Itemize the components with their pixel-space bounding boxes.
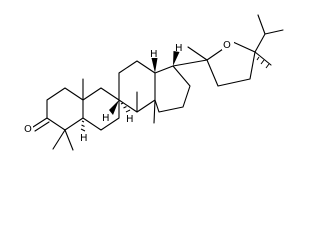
hash-c9-h — [120, 102, 131, 113]
c17-c20-bond — [172, 59, 208, 67]
ring-a-bonds — [46, 87, 84, 131]
oxygen-ketone-label: O — [24, 124, 32, 135]
wedge-c13-h — [151, 58, 158, 73]
ring-d-bonds — [154, 65, 191, 113]
wedge-c8-h — [109, 100, 119, 115]
h-c17-label: H — [175, 43, 183, 54]
thf-ring-bonds — [206, 41, 256, 87]
c4-gem-dimethyl-bonds — [52, 129, 74, 151]
h-c5-label: H — [80, 133, 88, 144]
isopropyl-bonds — [254, 14, 284, 53]
skeletal-formula-diagram: O O H H H H H — [23, 14, 284, 151]
ring-b-bonds — [82, 87, 120, 131]
ketone-o-mask — [23, 122, 33, 134]
h-c9-label: H — [126, 114, 134, 125]
c14-methyl-bond — [153, 99, 156, 124]
hash-c25-methyl — [256, 56, 270, 69]
ketone-double-bond — [32, 117, 50, 132]
h-c13-label: H — [150, 49, 158, 60]
c25-methyl-bond — [254, 51, 272, 66]
c20-methyl-bond — [187, 46, 208, 61]
h-c8-label: H — [102, 113, 110, 124]
molecule-structure: O O H H H H H — [23, 14, 284, 151]
hash-c5-h — [80, 120, 86, 132]
wedge-c17-h — [173, 51, 180, 66]
oxygen-ring-label: O — [223, 40, 231, 51]
ring-o-mask — [222, 38, 234, 50]
